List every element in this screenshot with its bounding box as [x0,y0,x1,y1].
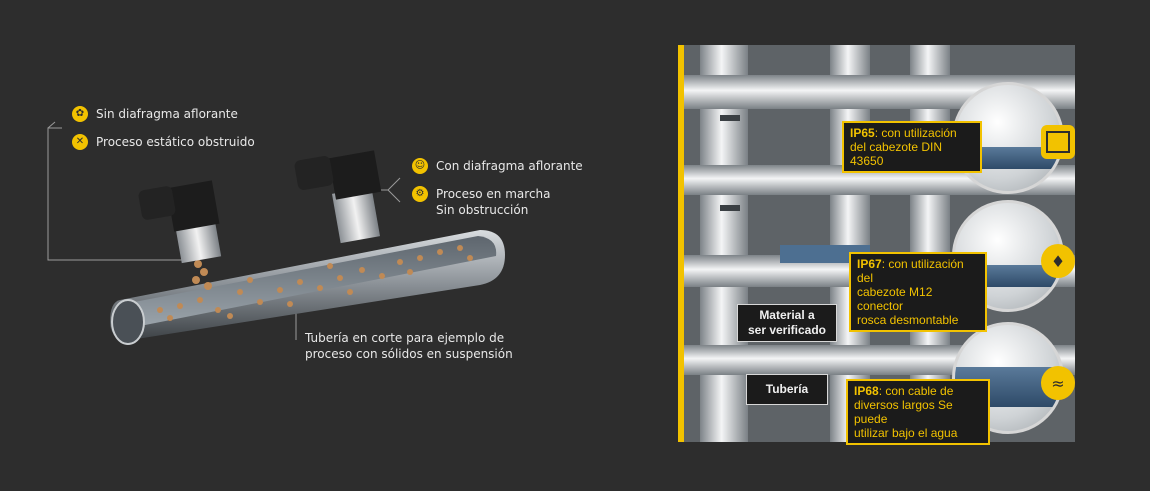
flush-diaphragm-icon: ☺ [412,158,428,174]
submersion-icon: ≈ [1041,366,1075,400]
flush-diaphragm-icon: ✿ [72,106,88,122]
accent-bar [678,45,684,442]
legend-item-running: ⚙ Proceso en marcha Sin obstrucción [412,186,551,218]
legend-label: Proceso en marcha Sin obstrucción [436,187,551,217]
material-label: Material a ser verificado [737,304,837,342]
ip68-info-box: IP68: con cable de diversos largos Se pu… [846,379,990,445]
legend-item-static-obstructed: ✕ Proceso estático obstruido [72,134,255,150]
legend-label: Proceso estático obstruido [96,135,255,149]
legend-item-flush: ☺ Con diafragma aflorante [412,158,583,174]
legend-label: Sin diafragma aflorante [96,107,238,121]
pipe-label: Tubería [746,374,828,405]
cross-icon: ✕ [72,134,88,150]
dust-protection-icon [1041,125,1075,159]
ip67-info-box: IP67: con utilización del cabezote M12 c… [849,252,987,332]
legend-label: Con diafragma aflorante [436,159,583,173]
legend-item-no-flush: ✿ Sin diafragma aflorante [72,106,238,122]
pipes-background [680,45,1075,442]
pipe-caption: Tubería en corte para ejemplo de proceso… [305,331,513,361]
gears-icon: ⚙ [412,186,428,202]
ip65-info-box: IP65: con utilización del cabezote DIN 4… [842,121,982,173]
water-jet-icon: ♦ [1041,244,1075,278]
pipe-cutaway-illustration [110,150,505,345]
